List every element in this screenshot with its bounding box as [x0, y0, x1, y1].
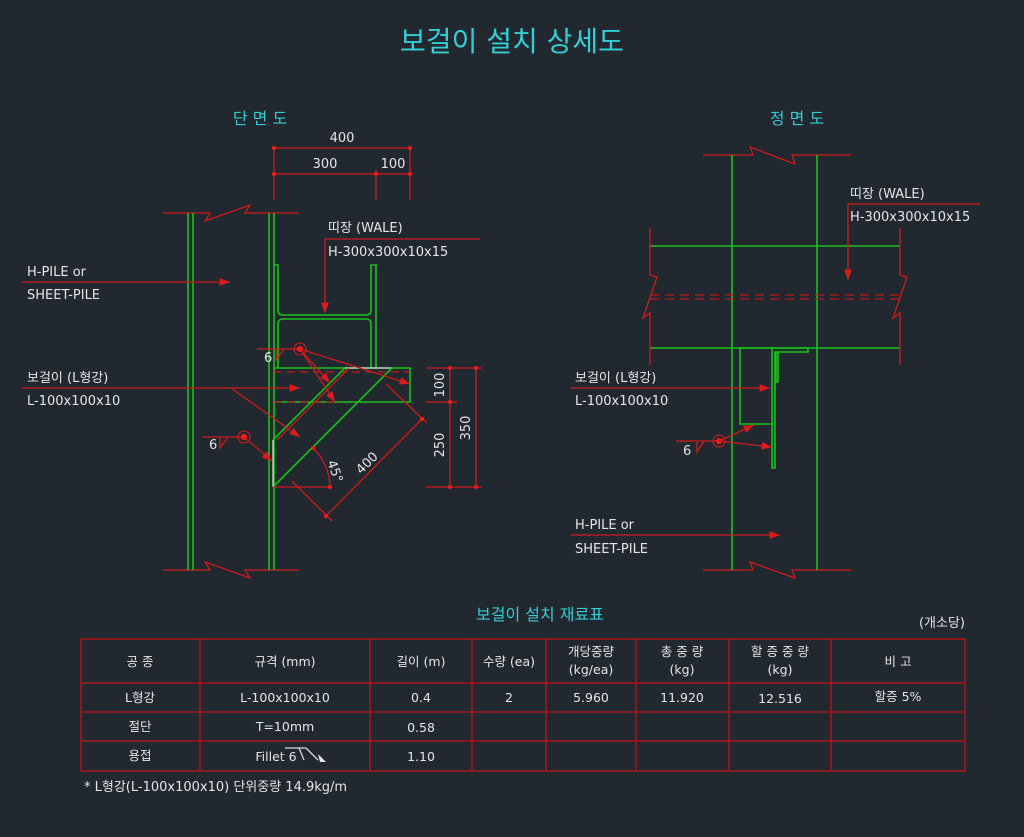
cell: 0.58 — [407, 720, 435, 735]
cell: 할증 5% — [875, 689, 922, 704]
weld-symbol: 6 — [257, 342, 411, 403]
bracket-label: 보걸이 (L형강) — [27, 371, 108, 386]
front-view: 정 면 도 6 띠장 (WALE) H-300x300x10x15 — [571, 109, 980, 580]
dim-400: 400 — [330, 131, 355, 146]
dim-v-100: 100 — [433, 373, 448, 398]
section-view-title: 단 면 도 — [233, 109, 287, 128]
bracket-angle — [739, 347, 809, 469]
header-cell: 수량 (ea) — [483, 654, 535, 669]
pile-label: SHEET-PILE — [27, 288, 100, 303]
break-line-bottom — [163, 560, 299, 580]
pile — [187, 213, 275, 570]
unit-note: (개소당) — [919, 616, 965, 631]
drawing-title: 보걸이 설치 상세도 — [400, 25, 624, 58]
break-line-bottom — [703, 560, 851, 580]
cell: 용접 — [128, 748, 151, 763]
dim-100: 100 — [381, 157, 406, 172]
bracket-angle — [272, 367, 411, 488]
cell: 12.516 — [758, 691, 802, 706]
dim-v-350: 350 — [459, 416, 474, 441]
break-line-top — [703, 145, 851, 166]
weld-arrow-icon — [318, 754, 326, 762]
header-cell: 공 종 — [127, 654, 154, 669]
wale-leader — [321, 238, 480, 313]
header-cell: 비 고 — [885, 654, 912, 669]
break-line-top — [163, 203, 299, 223]
header-cell: 개당중량 — [568, 644, 615, 659]
vertical-dimensions: 100 250 350 — [426, 366, 482, 489]
pile-label: SHEET-PILE — [575, 542, 648, 557]
bracket-spec: L-100x100x10 — [575, 394, 668, 409]
cell: L-100x100x10 — [240, 690, 330, 705]
angle-45: 45° — [323, 458, 345, 485]
header-cell: (kg) — [768, 662, 793, 677]
bracket-leader — [230, 387, 301, 438]
dim-300: 300 — [313, 157, 338, 172]
header-cell: 할 증 중 량 — [751, 644, 809, 659]
wale-spec: H-300x300x10x15 — [328, 245, 448, 260]
dim-diagonal-400: 400 — [353, 449, 381, 477]
pile-label: H-PILE or — [27, 265, 87, 280]
cell: 1.10 — [407, 749, 435, 764]
wale-h-beam — [274, 264, 377, 368]
weld-symbol: 6 — [202, 430, 273, 462]
cell: L형강 — [125, 690, 155, 705]
table-row: L형강 L-100x100x10 0.4 2 5.960 11.920 12.5… — [125, 689, 922, 706]
weld-size-label: 6 — [683, 444, 691, 459]
header-cell: 규격 (mm) — [254, 654, 315, 669]
front-view-title: 정 면 도 — [770, 109, 824, 128]
table-header: 공 종 규격 (mm) 길이 (m) 수량 (ea) 개당중량 (kg/ea) … — [127, 644, 912, 677]
bracket-label: 보걸이 (L형강) — [575, 371, 656, 386]
table-grid — [80, 638, 966, 772]
cell: 0.4 — [411, 690, 431, 705]
wale-h-beam — [641, 228, 908, 365]
cell: 5.960 — [573, 690, 609, 705]
wale-leader — [844, 203, 980, 280]
header-cell: 길이 (m) — [397, 654, 446, 669]
cell: 2 — [505, 690, 513, 705]
wale-label: 띠장 (WALE) — [328, 221, 403, 236]
dim-v-250: 250 — [433, 433, 448, 458]
weld-size-label: 6 — [264, 351, 272, 366]
cell: 11.920 — [660, 690, 704, 705]
cell: 절단 — [128, 719, 152, 734]
table-title: 보걸이 설치 재료표 — [476, 605, 604, 624]
pile-label: H-PILE or — [575, 518, 635, 533]
cell: T=10mm — [255, 719, 314, 734]
table-footnote: * L형강(L-100x100x10) 단위중량 14.9kg/m — [84, 780, 347, 795]
cell: Fillet 6 — [255, 749, 296, 764]
header-cell: (kg) — [670, 662, 695, 677]
diagonal-dimension: 400 45° — [273, 383, 428, 522]
wale-label: 띠장 (WALE) — [850, 187, 925, 202]
section-view: 단 면 도 400 300 100 — [22, 109, 482, 580]
weld-symbol: 6 — [676, 424, 773, 459]
weld-size-label: 6 — [209, 438, 217, 453]
table-row: 절단 T=10mm 0.58 — [128, 719, 434, 735]
header-cell: 총 중 량 — [661, 644, 704, 659]
wale-spec: H-300x300x10x15 — [850, 210, 970, 225]
bracket-spec: L-100x100x10 — [27, 394, 120, 409]
top-dimensions: 400 300 100 — [272, 131, 412, 200]
header-cell: (kg/ea) — [569, 662, 614, 677]
material-table: 보걸이 설치 재료표 (개소당) 공 종 규격 (mm) 길이 (m) 수량 (… — [80, 605, 966, 795]
table-row: 용접 Fillet 6 1.10 — [128, 747, 435, 764]
fillet-weld-icon — [285, 747, 319, 761]
